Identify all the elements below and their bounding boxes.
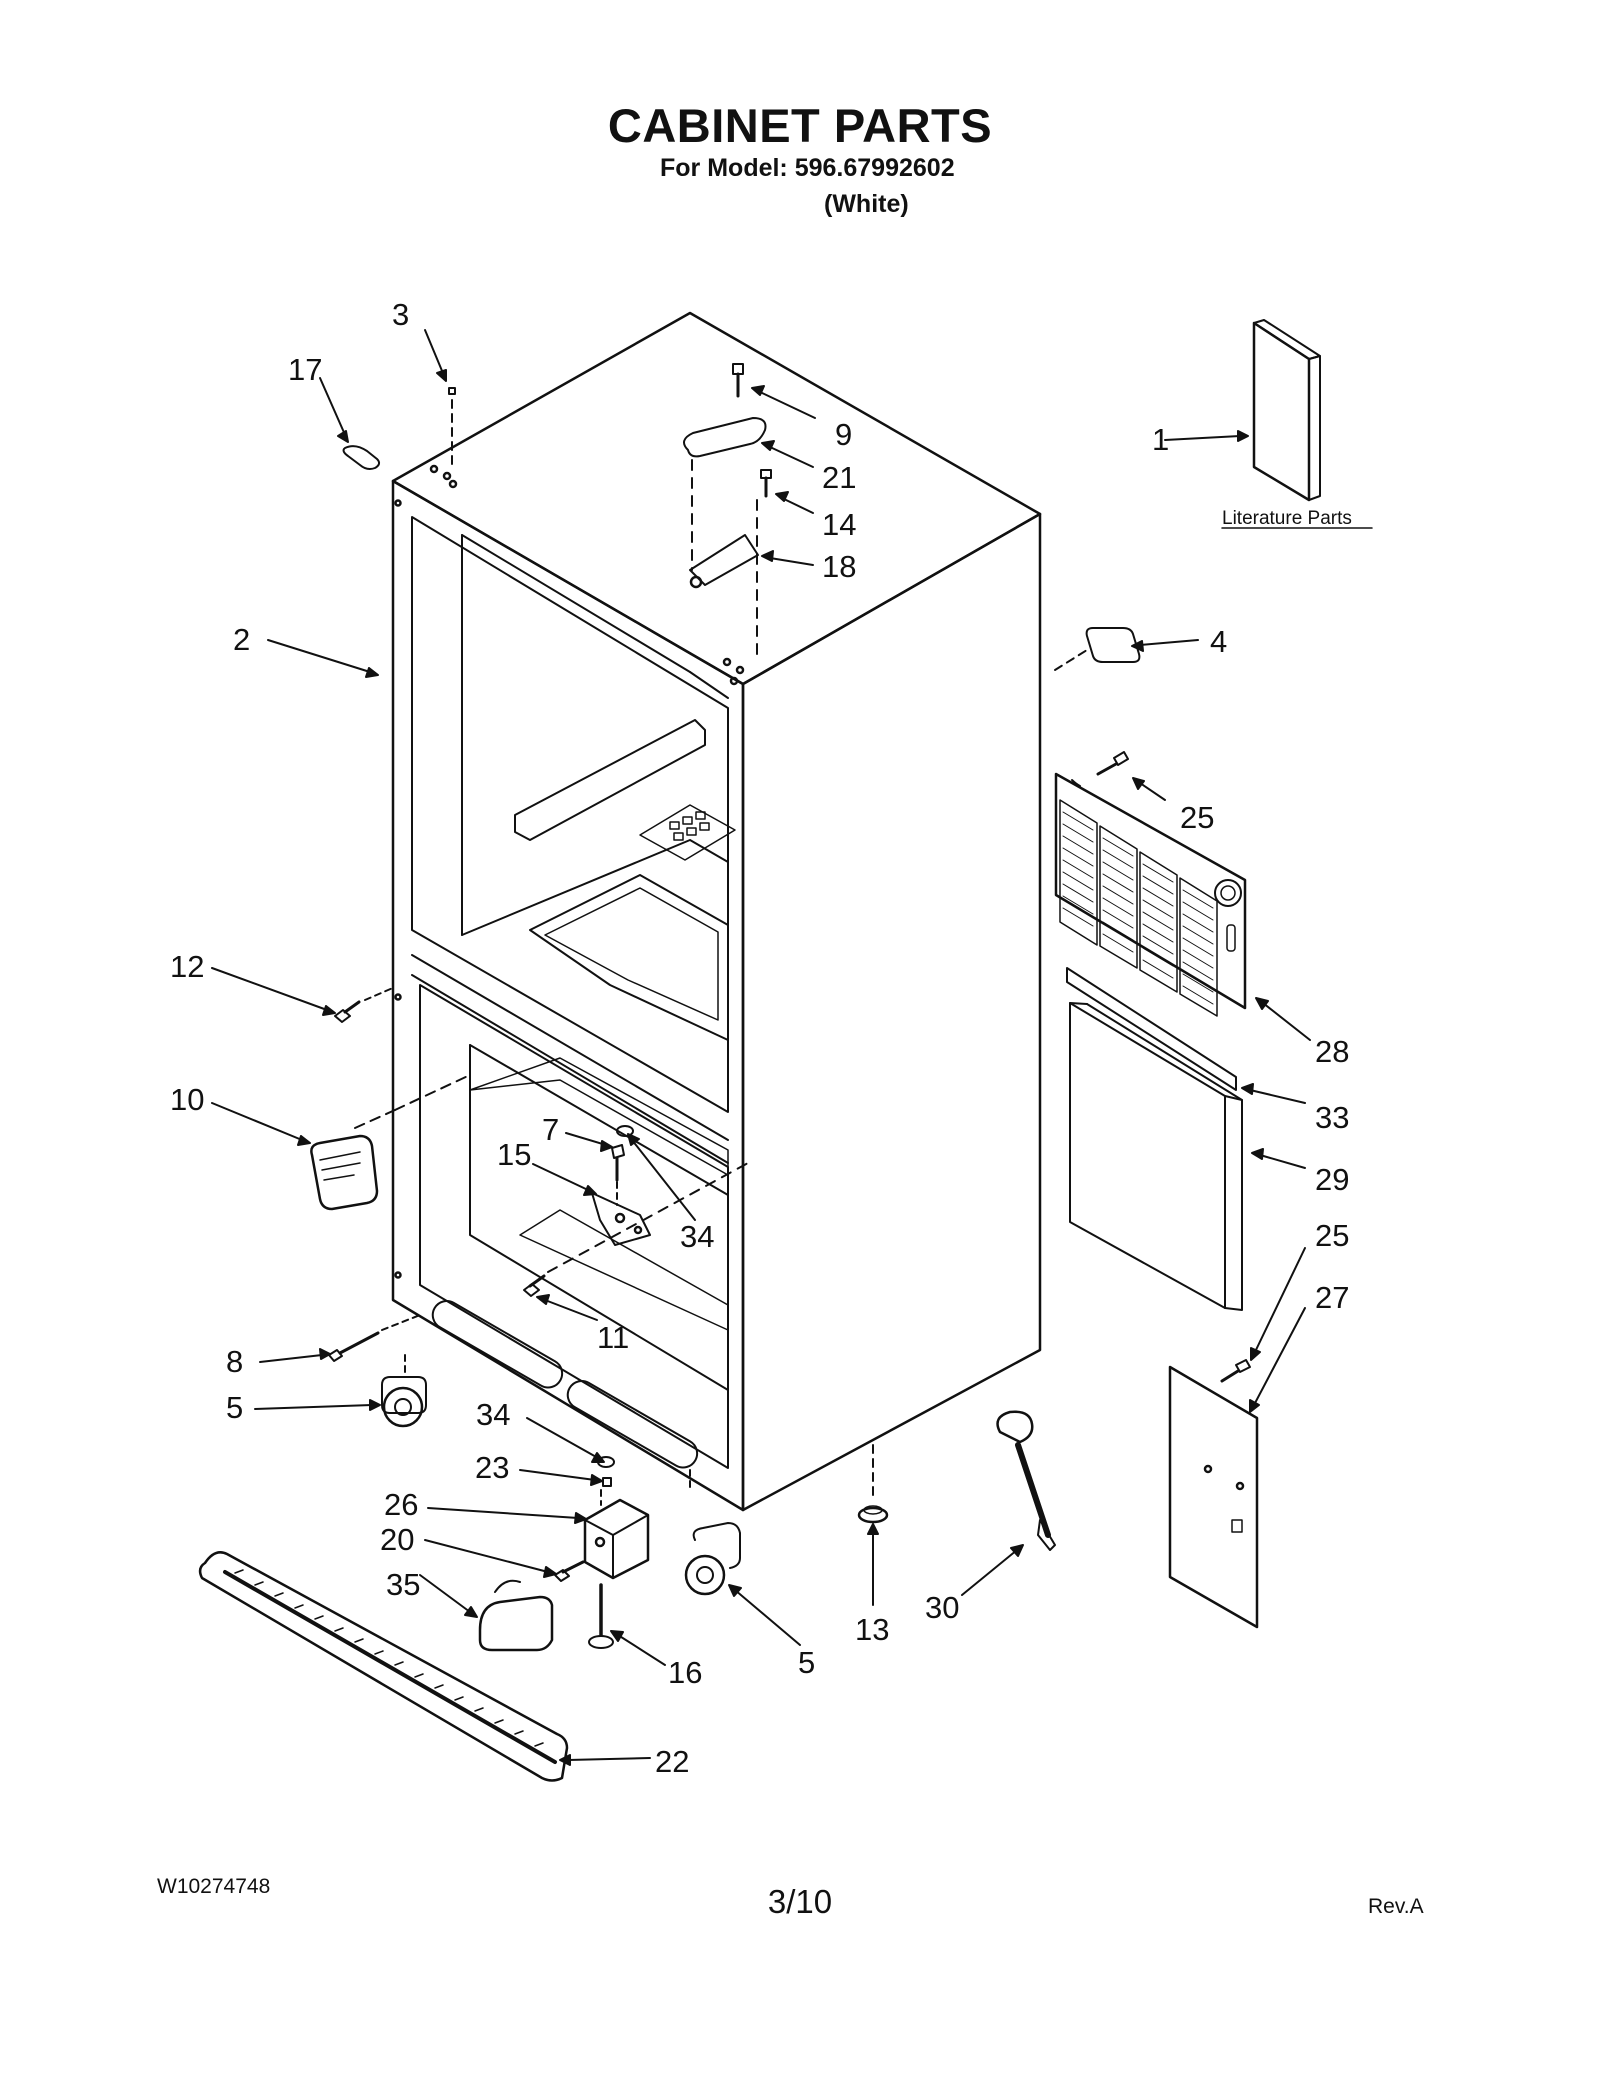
screw-25-top [1096,751,1129,776]
callout-23: 23 [475,1450,509,1485]
control-module-10 [310,1109,396,1211]
callout-18: 18 [822,549,856,584]
callout-20: 20 [380,1522,414,1557]
callout-5-left: 5 [226,1390,243,1425]
callout-34-bottom: 34 [476,1397,510,1432]
toe-grille-22 [198,1551,569,1782]
literature-parts-label: Literature Parts [1222,508,1352,529]
callout-35: 35 [386,1567,420,1602]
callout-8: 8 [226,1344,243,1379]
screw-20 [554,1560,585,1582]
callout-21: 21 [822,460,856,495]
top-hinge-assembly [683,363,772,661]
callout-15: 15 [497,1137,531,1172]
rear-access-cover [1054,772,1247,1017]
callout-2: 2 [233,622,250,657]
callout-numbers: 1 2 3 4 5 5 7 8 9 10 11 12 13 14 15 16 1… [170,297,1352,1779]
revision-label: Rev.A [1368,1895,1424,1918]
model-line: For Model: 596.67992602 [660,154,955,182]
washer-34-center [616,1125,634,1137]
document-number: W10274748 [157,1875,271,1898]
cabinet-body [391,311,1042,1512]
callout-33: 33 [1315,1100,1349,1135]
hinge-plug-17 [342,445,381,470]
callout-29: 29 [1315,1162,1349,1197]
insulation-panel-29 [1069,1002,1243,1311]
label-4 [1085,627,1141,663]
callout-11: 11 [597,1320,629,1355]
callout-25-top: 25 [1180,800,1214,835]
screw-25-bottom [1220,1359,1251,1383]
callout-12: 12 [170,949,204,984]
wrench-30 [996,1410,1056,1551]
drain-plug-13 [857,1444,889,1524]
small-screw-3 [448,387,456,471]
callout-17: 17 [288,352,322,387]
callout-13: 13 [855,1612,889,1647]
callout-14: 14 [822,507,856,542]
screw-12 [334,1000,361,1023]
page-number: 3/10 [767,1883,833,1920]
callout-22: 22 [655,1744,689,1779]
callout-7: 7 [542,1112,559,1147]
leveling-leg-16 [588,1489,614,1649]
callout-27: 27 [1315,1280,1349,1315]
leveler-cover-35 [478,1579,554,1652]
callout-25-bottom: 25 [1315,1218,1349,1253]
callout-26: 26 [384,1487,418,1522]
bolt-8 [328,1331,380,1362]
screw-11 [523,1162,749,1297]
callout-28: 28 [1315,1034,1349,1069]
callout-10: 10 [170,1082,204,1117]
page-title: CABINET PARTS [607,99,993,152]
hinge-bracket-15 [591,1192,651,1246]
callout-1: 1 [1152,422,1169,457]
callout-4: 4 [1210,624,1227,659]
caster-5-left [381,1354,427,1428]
caster-5-right [684,1469,741,1596]
callout-9: 9 [835,417,852,452]
literature-book [1252,319,1321,502]
leveler-bracket-26 [583,1498,650,1580]
callout-30: 30 [925,1590,959,1625]
callout-34-center: 34 [680,1219,714,1254]
callout-5-right: 5 [798,1645,815,1680]
callout-3: 3 [392,297,409,332]
nut-23 [602,1477,612,1487]
hinge-pin-7 [611,1144,625,1206]
leader-arrows [211,329,1311,1766]
access-panel-27 [1168,1365,1259,1629]
callout-16: 16 [668,1655,702,1690]
color-line: (White) [824,190,909,218]
seal-strip-33 [1066,967,1237,1091]
